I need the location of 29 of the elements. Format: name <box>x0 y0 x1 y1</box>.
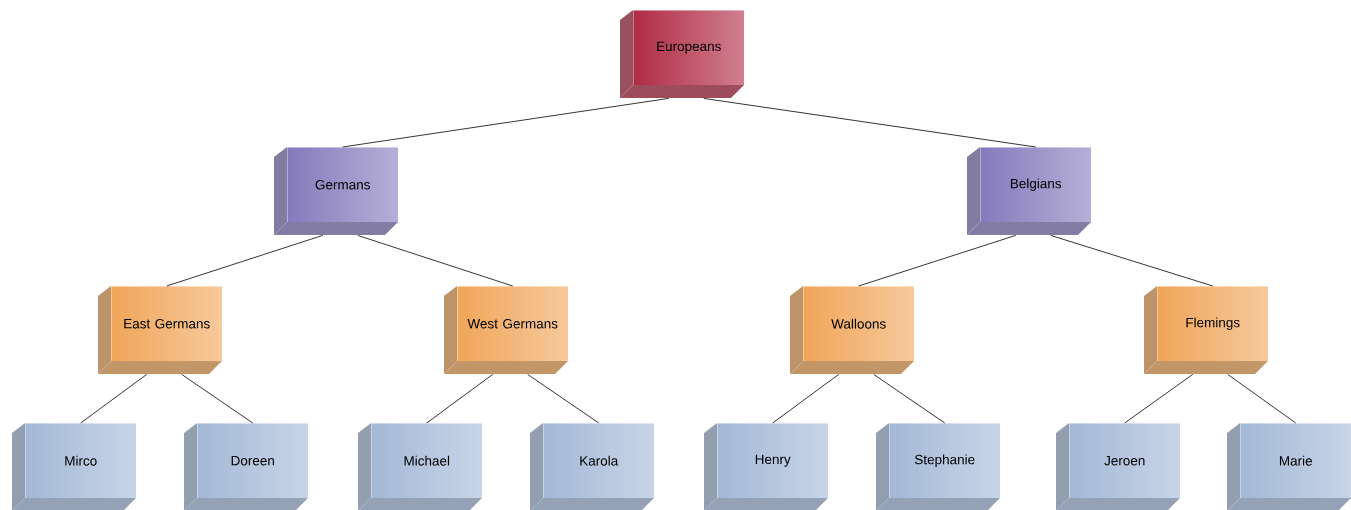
connector-line <box>181 374 254 424</box>
box: Henry <box>704 423 829 510</box>
box: East Germans <box>98 286 223 374</box>
connector-line <box>1124 374 1194 424</box>
connector-line <box>166 235 324 287</box>
connector-line <box>80 374 148 424</box>
box: Walloons <box>790 286 915 374</box>
box: Europeans <box>620 10 745 98</box>
connector-line <box>703 98 1037 148</box>
box: Belgians <box>967 147 1092 235</box>
box: West Germans <box>444 286 569 374</box>
connector-line <box>426 374 494 424</box>
box: Flemings <box>1144 286 1269 374</box>
box: Doreen <box>184 423 309 510</box>
box: Jeroen <box>1056 423 1181 510</box>
box: Marie <box>1227 423 1351 510</box>
box: Michael <box>358 423 483 510</box>
box: Karola <box>530 423 655 510</box>
connector-line <box>342 98 670 148</box>
connector-line <box>1227 374 1297 424</box>
connector-line <box>772 374 840 424</box>
connector-line <box>527 374 600 424</box>
connector-line <box>873 374 946 424</box>
connector-line <box>1050 235 1214 287</box>
box: Germans <box>274 147 399 235</box>
box: Stephanie <box>876 423 1001 510</box>
connector-line <box>858 235 1017 287</box>
box: Mirco <box>12 423 137 510</box>
connector-line <box>357 235 514 287</box>
